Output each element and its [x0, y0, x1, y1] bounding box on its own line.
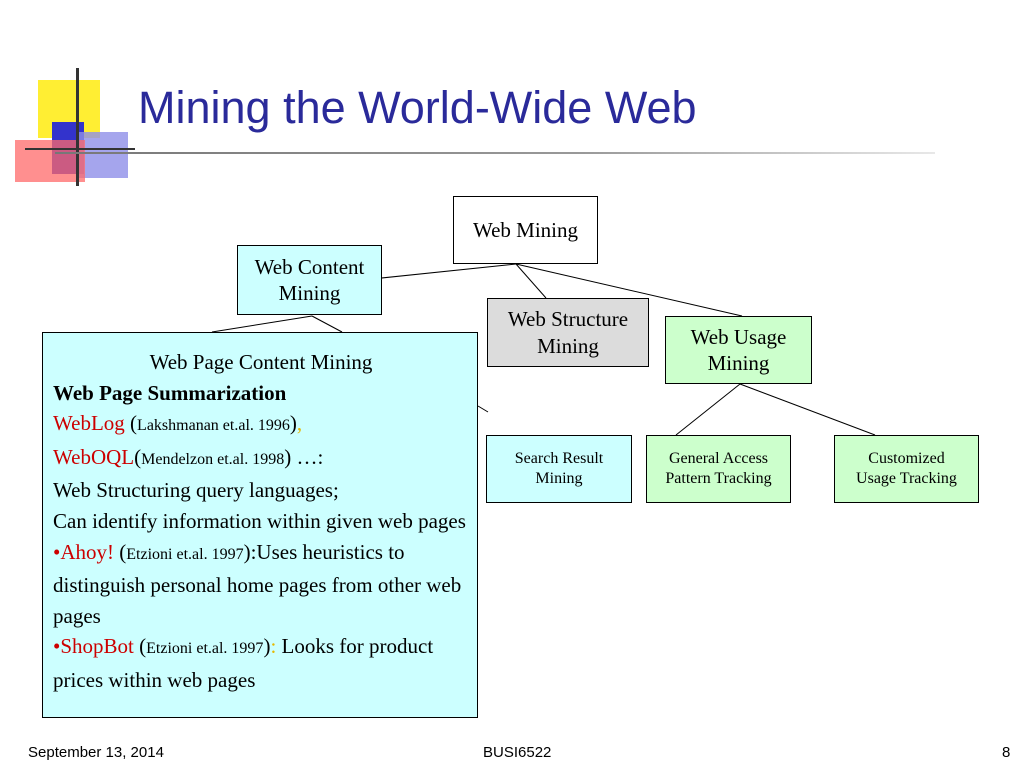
- ahoy-line: •Ahoy! (Etzioni et.al. 1997):Uses heuris…: [53, 537, 469, 632]
- weblog-comma: ,: [296, 411, 303, 436]
- node-web-content-mining: Web Content Mining: [237, 245, 382, 315]
- weboql-citation: Mendelzon et.al. 1998: [141, 450, 285, 468]
- web-page-content-mining-box: Web Page Content Mining Web Page Summari…: [42, 332, 478, 718]
- connector-content-to-page: [211, 315, 313, 333]
- ahoy-description: ):Uses heuristics to distinguish persona…: [53, 539, 462, 628]
- content-box-heading: Web Page Content Mining: [149, 350, 373, 374]
- weblog-line: WebLog (Lakshmanan et.al. 1996),: [53, 408, 469, 442]
- node-web-structure-mining: Web Structure Mining: [487, 298, 649, 367]
- node-web-content-line1: Web Content: [254, 254, 365, 279]
- title-underline: [55, 152, 935, 154]
- shopbot-description: Looks for product prices within web page…: [53, 634, 434, 692]
- connector-web-to-usage: [515, 263, 743, 317]
- shopbot-close: ): [263, 634, 271, 659]
- shopbot-citation: Etzioni et.al. 1997: [146, 640, 264, 658]
- node-search-result-line1: Search Result: [514, 450, 604, 467]
- ahoy-open: (: [114, 539, 127, 564]
- weblog-name: WebLog: [53, 411, 125, 436]
- weboql-name: WebOQL: [53, 444, 135, 469]
- node-customized-usage-line2: Usage Tracking: [856, 470, 957, 487]
- shopbot-line: •ShopBot (Etzioni et.al. 1997): Looks fo…: [53, 631, 469, 695]
- shopbot-open: (: [133, 634, 147, 659]
- node-customized-usage-line1: Customized: [868, 450, 945, 467]
- node-web-structure-line2: Mining: [537, 333, 599, 358]
- logo-red-block: [15, 140, 85, 182]
- connector-usage-to-customized: [739, 383, 876, 436]
- node-web-mining: Web Mining: [453, 196, 598, 264]
- logo-horizontal-line: [25, 148, 135, 150]
- logo-lavender-block: [78, 132, 128, 178]
- weboql-close: ) …:: [284, 444, 324, 469]
- connector-web-to-structure: [515, 263, 547, 299]
- slide-title: Mining the World-Wide Web: [138, 82, 697, 133]
- structuring-line: Web Structuring query languages;: [53, 478, 339, 503]
- weblog-citation: Lakshmanan et.al. 1996: [137, 417, 290, 435]
- connector-usage-to-general: [675, 383, 741, 436]
- node-search-result-line2: Mining: [535, 470, 583, 487]
- shopbot-bullet: •ShopBot: [53, 634, 134, 659]
- ahoy-citation: Etzioni et.al. 1997: [126, 545, 244, 563]
- connector-web-to-content: [371, 263, 517, 280]
- node-web-usage-line1: Web Usage: [690, 324, 787, 349]
- node-general-access-pattern-tracking: General Access Pattern Tracking: [646, 435, 791, 503]
- logo-vertical-line: [76, 68, 79, 186]
- ahoy-bullet: •Ahoy!: [53, 539, 115, 564]
- node-search-result-mining: Search Result Mining: [486, 435, 632, 503]
- weblog-close: ): [289, 411, 297, 436]
- connector-content-to-search: [477, 405, 489, 413]
- footer-date: September 13, 2014: [28, 744, 164, 761]
- node-web-usage-line2: Mining: [707, 351, 770, 375]
- node-customized-usage-tracking: Customized Usage Tracking: [834, 435, 979, 503]
- identify-line: Can identify information within given we…: [53, 508, 466, 533]
- weboql-line: WebOQL(Mendelzon et.al. 1998) …:: [53, 442, 469, 476]
- node-web-structure-line1: Web Structure: [507, 307, 629, 332]
- footer-course: BUSI6522: [483, 744, 552, 761]
- node-web-content-line2: Mining: [278, 281, 341, 305]
- node-general-access-line2: Pattern Tracking: [665, 470, 772, 487]
- node-web-mining-label: Web Mining: [472, 217, 579, 242]
- connector-content-to-next: [311, 315, 343, 333]
- shopbot-colon: :: [270, 634, 277, 659]
- weboql-open: (: [134, 444, 142, 469]
- node-web-usage-mining: Web Usage Mining: [665, 316, 812, 384]
- node-general-access-line1: General Access: [668, 450, 769, 467]
- weblog-open: (: [124, 411, 138, 436]
- slide-logo-decoration: [15, 68, 135, 186]
- footer-page-number: 8: [1002, 744, 1011, 761]
- content-box-subheading: Web Page Summarization: [53, 380, 287, 405]
